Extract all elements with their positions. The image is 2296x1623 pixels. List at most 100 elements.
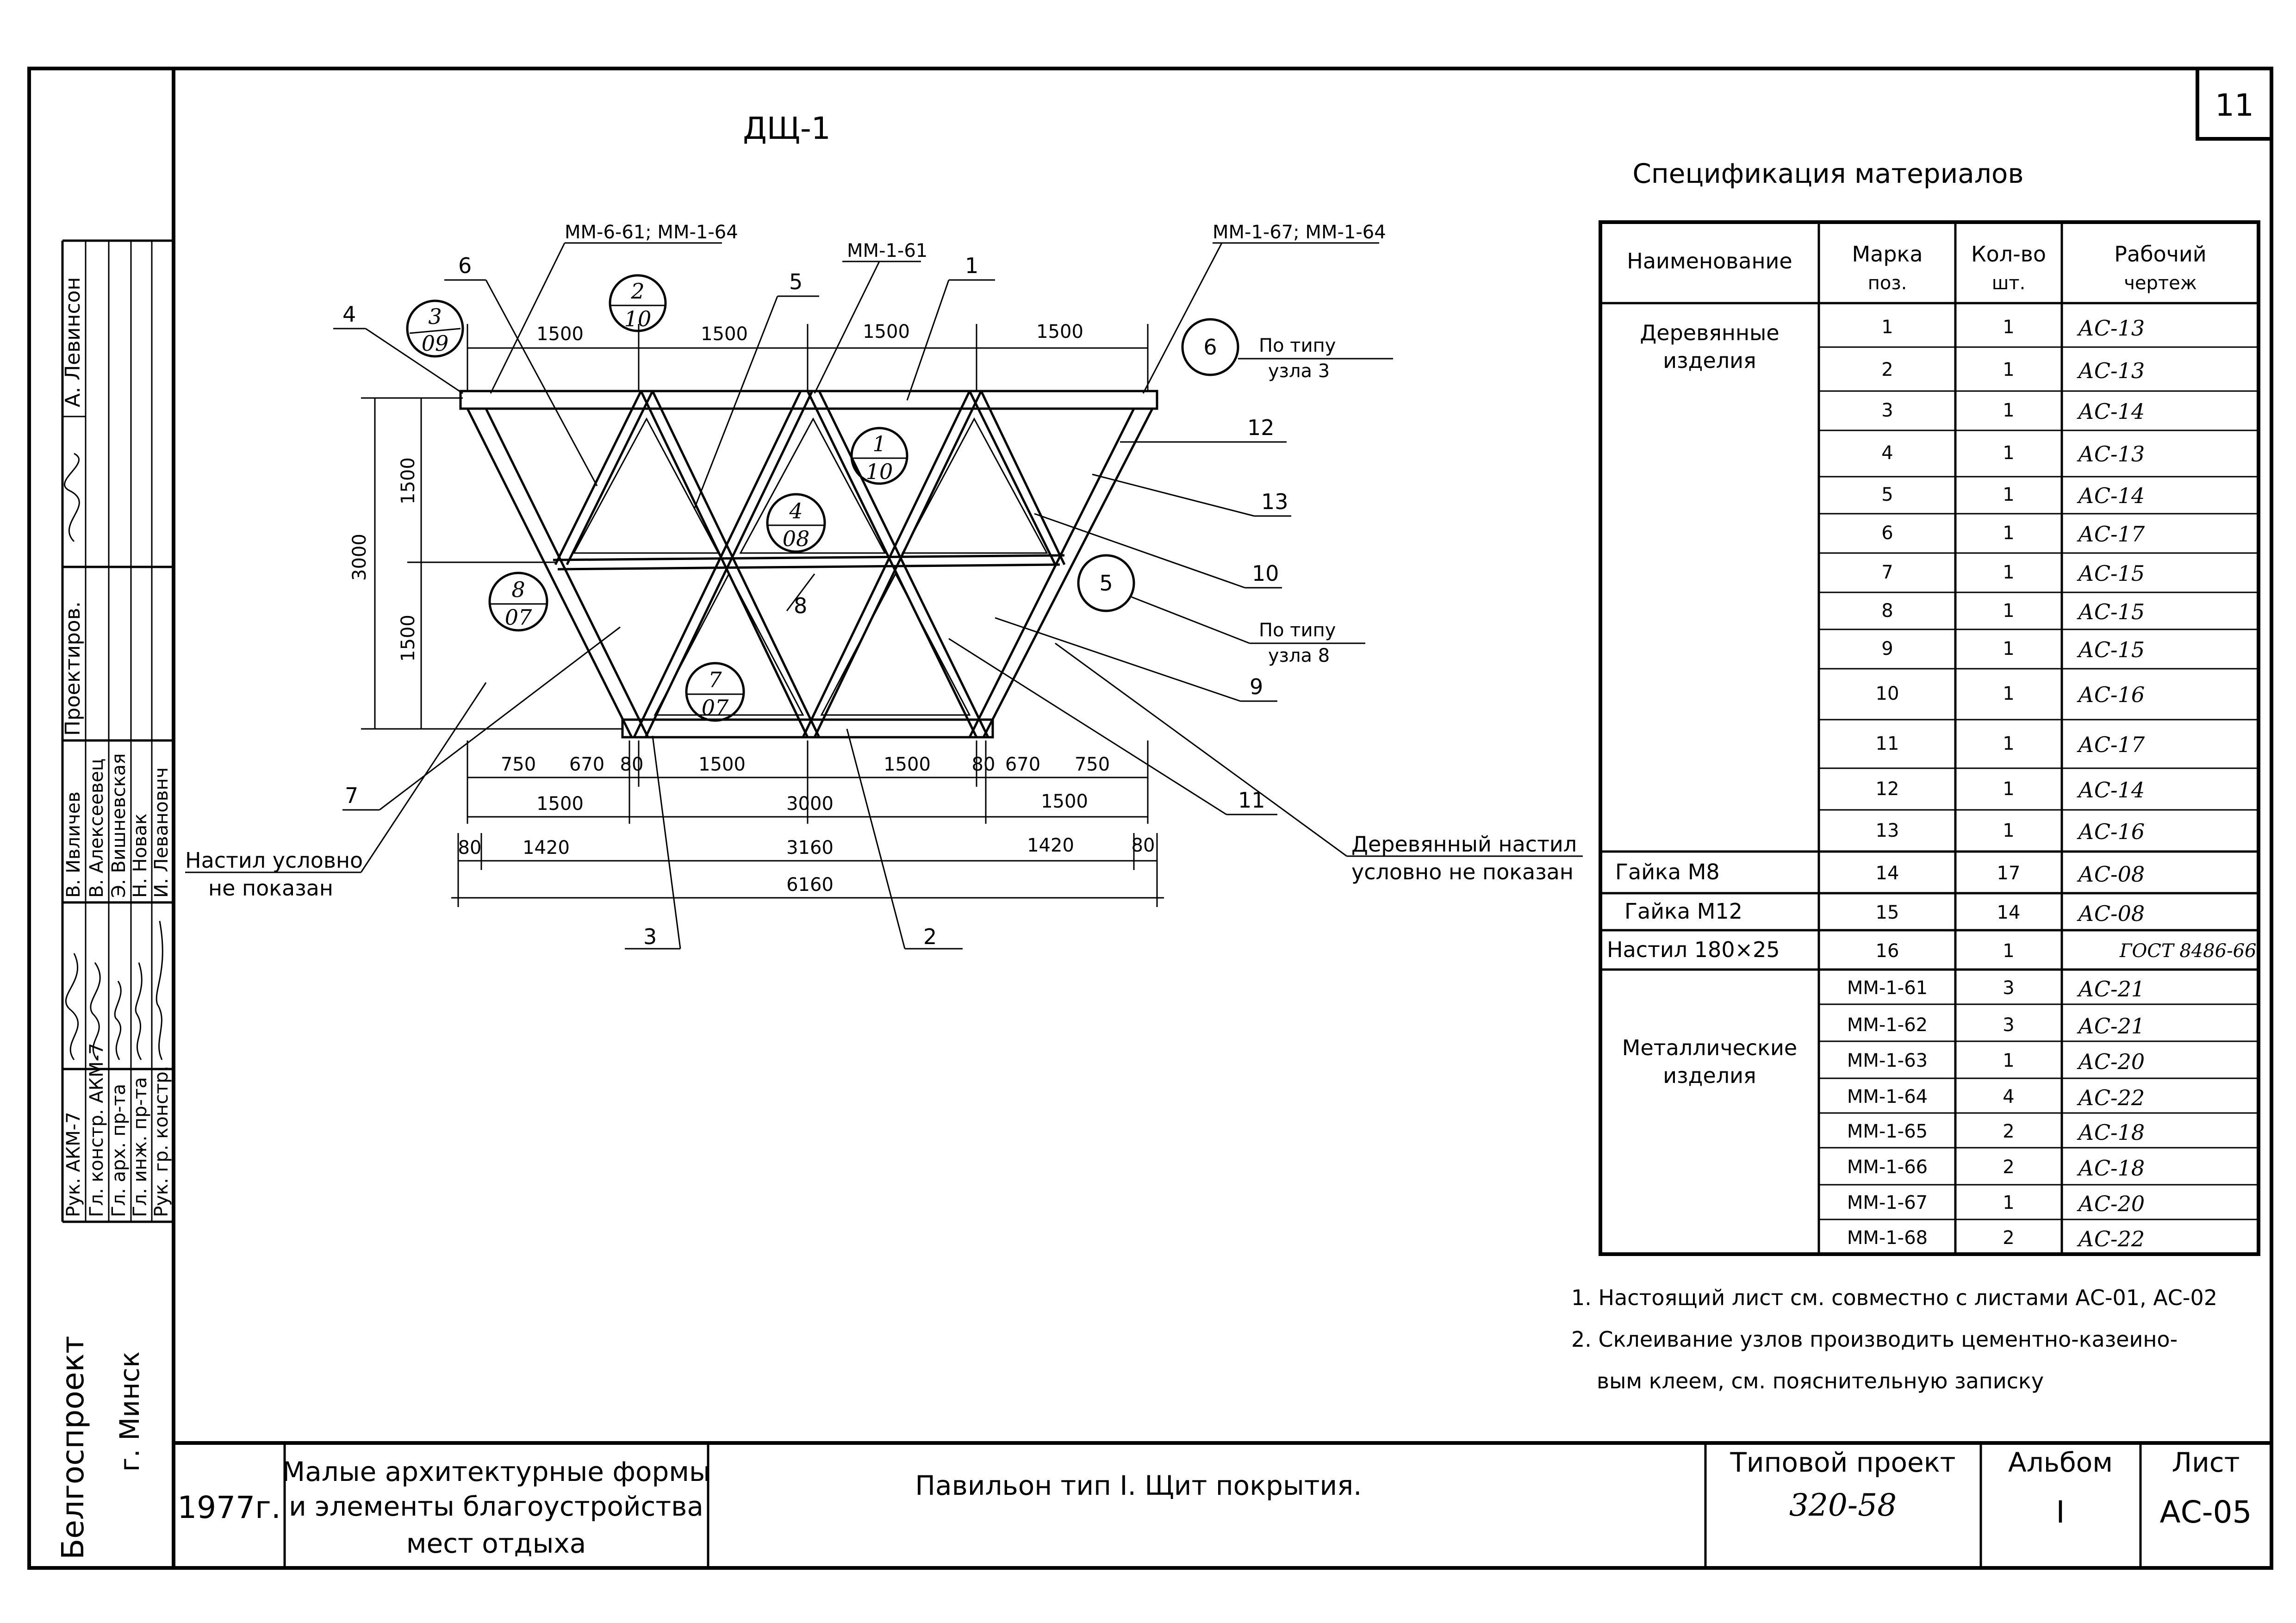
svg-text:9: 9 bbox=[1881, 638, 1893, 659]
dim-bottom-row3: 80 bbox=[458, 837, 482, 858]
node-circle: 2 10 bbox=[609, 274, 667, 332]
svg-text:15: 15 bbox=[1876, 902, 1899, 923]
svg-text:1: 1 bbox=[872, 431, 886, 456]
position-leaders: 1 2 3 4 5 6 7 8 9 10 11 12 13 bbox=[333, 253, 1291, 950]
svg-text:4: 4 bbox=[789, 498, 803, 523]
year: 1977г. bbox=[177, 1490, 281, 1525]
stamp-name: Н. Новак bbox=[130, 814, 151, 898]
stamp-org: Белгоспроект bbox=[55, 1336, 91, 1560]
svg-text:ММ-1-64: ММ-1-64 bbox=[1847, 1086, 1928, 1107]
drawing-title: ДЩ-1 bbox=[743, 111, 831, 146]
dim-top: 1500 bbox=[863, 321, 910, 342]
svg-text:АС-13: АС-13 bbox=[2077, 316, 2145, 341]
svg-text:9: 9 bbox=[1250, 674, 1263, 699]
node-circles: 3 09 2 10 1 10 4 08 bbox=[406, 274, 1393, 722]
svg-text:АС-16: АС-16 bbox=[2077, 819, 2145, 844]
svg-text:ГОСТ 8486-66: ГОСТ 8486-66 bbox=[2119, 940, 2257, 962]
stamp-signatures bbox=[65, 920, 163, 1060]
svg-text:14: 14 bbox=[1876, 863, 1899, 884]
spec-header-qty-2: шт. bbox=[1992, 273, 2026, 294]
svg-text:АС-08: АС-08 bbox=[2077, 901, 2145, 926]
title-block: 1977г. Малые архитектурные формы и элеме… bbox=[174, 1441, 2271, 1568]
position-label: 12 bbox=[1120, 415, 1287, 443]
svg-text:1: 1 bbox=[2003, 820, 2014, 841]
svg-text:1: 1 bbox=[965, 253, 978, 278]
node-circle: 7 07 bbox=[685, 662, 745, 722]
node-label-top-mid: ММ-1-61 bbox=[847, 240, 927, 261]
svg-text:АС-18: АС-18 bbox=[2077, 1120, 2145, 1145]
svg-text:11: 11 bbox=[1876, 733, 1899, 754]
svg-text:3: 3 bbox=[428, 304, 442, 329]
node-labels: ММ-6-61; ММ-1-64 ММ-1-61 ММ-1-67; ММ-1-6… bbox=[490, 222, 1386, 394]
spec-table: Спецификация материалов bbox=[1599, 158, 2260, 1256]
note-left-2: не показан bbox=[208, 876, 333, 901]
dim-bottom-row3: 1420 bbox=[523, 837, 570, 858]
svg-text:АС-21: АС-21 bbox=[2077, 1014, 2145, 1038]
node-circle: 8 07 bbox=[488, 572, 548, 632]
dim-bottom-row1: 670 bbox=[1005, 754, 1040, 775]
svg-text:1: 1 bbox=[2003, 683, 2014, 704]
stamp-roles: Рук. АКМ-7 Гл. констр. АКМ-7 Гл. арх. пр… bbox=[63, 1043, 172, 1217]
svg-text:АС-13: АС-13 bbox=[2077, 442, 2145, 466]
shield-drawing: 1500 1500 1500 1500 3000 1500 1500 bbox=[185, 222, 1583, 950]
node5-note-2: узла 8 bbox=[1268, 645, 1330, 666]
svg-text:12: 12 bbox=[1876, 778, 1899, 800]
svg-text:1: 1 bbox=[2003, 522, 2014, 544]
stamp-name: В. Ивличев bbox=[63, 791, 84, 898]
dim-vertical-upper: 1500 bbox=[398, 457, 419, 504]
series-line-3: мест отдыха bbox=[406, 1528, 586, 1559]
node-label-top-left: ММ-6-61; ММ-1-64 bbox=[565, 222, 738, 243]
dim-bottom-row3: 3160 bbox=[786, 837, 834, 858]
dim-bottom-total: 6160 bbox=[786, 874, 834, 895]
dim-bottom-row1: 750 bbox=[501, 754, 536, 775]
spec-header-drawing-2: чертеж bbox=[2124, 273, 2197, 294]
node-circle: 1 10 bbox=[850, 427, 908, 485]
svg-text:АС-08: АС-08 bbox=[2077, 862, 2145, 887]
svg-text:1: 1 bbox=[2003, 600, 2014, 622]
dim-bottom-row3: 1420 bbox=[1027, 835, 1074, 856]
svg-text:АС-15: АС-15 bbox=[2077, 637, 2145, 662]
node-circle: 4 08 bbox=[766, 493, 826, 553]
project-label: Типовой проект bbox=[1730, 1447, 1955, 1478]
dim-bottom-row2: 1500 bbox=[1041, 791, 1088, 812]
svg-text:1: 1 bbox=[2003, 562, 2014, 583]
project-value: 320-58 bbox=[1789, 1487, 1897, 1523]
dim-bottom-row2: 1500 bbox=[536, 793, 584, 815]
svg-text:6: 6 bbox=[1203, 335, 1217, 360]
svg-text:АС-14: АС-14 bbox=[2077, 399, 2145, 424]
dim-bottom-row2: 3000 bbox=[786, 793, 834, 815]
table-row: 8 1 АС-15 bbox=[1881, 599, 2145, 624]
svg-text:АС-13: АС-13 bbox=[2077, 358, 2145, 383]
position-label: 8 bbox=[786, 573, 815, 618]
svg-text:2: 2 bbox=[2003, 1227, 2014, 1249]
svg-text:4: 4 bbox=[342, 302, 356, 327]
dim-bottom-row1: 1500 bbox=[698, 754, 746, 775]
svg-text:ММ-1-66: ММ-1-66 bbox=[1847, 1157, 1928, 1178]
svg-text:Гайка М8: Гайка М8 bbox=[1615, 859, 1720, 884]
position-label: 1 bbox=[906, 253, 995, 401]
svg-text:АС-14: АС-14 bbox=[2077, 777, 2145, 802]
position-label: 9 bbox=[995, 617, 1277, 702]
dim-bottom-row1: 80 bbox=[620, 754, 644, 775]
svg-text:1: 1 bbox=[2003, 1192, 2014, 1213]
svg-text:4: 4 bbox=[1881, 442, 1893, 464]
stamp-names: В. Ивличев В. Алексеевец Э. Вишневская Н… bbox=[63, 753, 172, 898]
position-label: 4 bbox=[333, 302, 463, 394]
svg-text:АС-22: АС-22 bbox=[2077, 1226, 2145, 1251]
svg-text:07: 07 bbox=[505, 605, 532, 630]
svg-text:АС-15: АС-15 bbox=[2077, 599, 2145, 624]
svg-text:8: 8 bbox=[1881, 600, 1893, 622]
